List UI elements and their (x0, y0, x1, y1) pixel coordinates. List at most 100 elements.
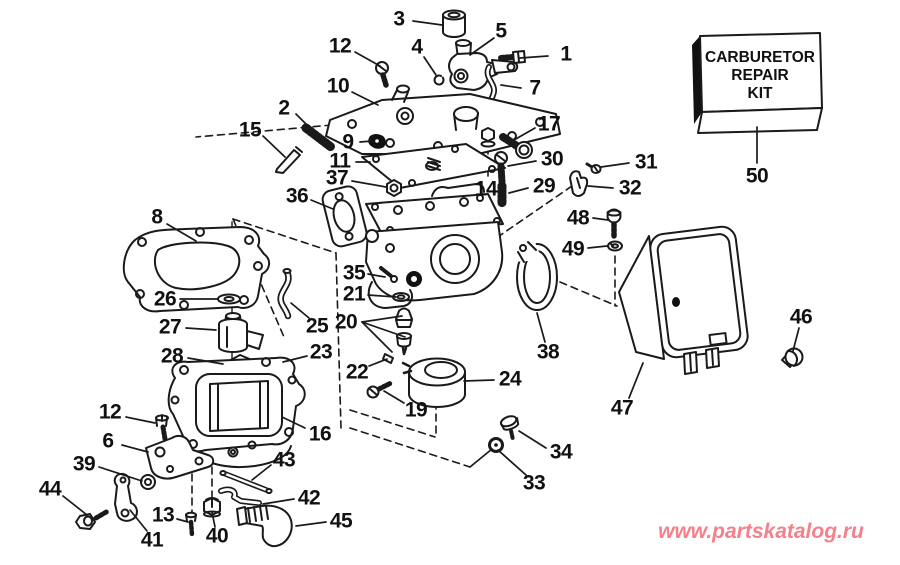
callout-8: 8 (151, 205, 163, 229)
screw-part-30 (494, 151, 508, 186)
leader-line-43 (251, 464, 272, 481)
clip-part-35 (379, 266, 398, 283)
screw-part-48 (606, 208, 622, 239)
callout-12: 12 (98, 400, 122, 424)
leader-line-2 (295, 113, 316, 134)
leader-line-6 (121, 444, 149, 453)
leader-line-15 (262, 135, 286, 158)
callout-41: 41 (140, 528, 164, 552)
leader-line-12 (354, 51, 381, 67)
callout-43: 43 (272, 448, 296, 472)
leader-line-37 (351, 180, 387, 188)
callout-20: 20 (334, 310, 358, 334)
callout-47: 47 (610, 396, 634, 420)
callout-50: 50 (745, 164, 769, 188)
callout-39: 39 (72, 452, 96, 476)
leader-line-44 (62, 495, 88, 516)
leader-line-21 (367, 294, 397, 298)
ring-part-4 (433, 74, 445, 86)
leader-line-31 (600, 162, 630, 168)
tube-part-25 (277, 268, 292, 320)
leader-line-23 (282, 355, 308, 363)
leader-line-29 (508, 187, 529, 194)
leader-line-49 (587, 245, 608, 249)
callout-23: 23 (309, 340, 333, 364)
callout-45: 45 (329, 509, 353, 533)
callout-38: 38 (536, 340, 560, 364)
callout-37: 37 (325, 166, 349, 190)
leader-line-30 (507, 160, 537, 167)
callout-44: 44 (38, 477, 62, 501)
leader-line-48 (592, 217, 609, 221)
valve-part-34 (499, 415, 520, 440)
leader-line-34 (518, 430, 547, 449)
callout-42: 42 (297, 486, 321, 510)
callout-40: 40 (205, 524, 229, 548)
screw-part-1 (498, 50, 526, 64)
callout-2: 2 (278, 96, 290, 120)
callout-34: 34 (549, 440, 573, 464)
leader-line-7 (500, 84, 522, 89)
callout-7: 7 (529, 76, 541, 100)
callout-25: 25 (305, 314, 329, 338)
leader-line-19 (383, 390, 405, 404)
callout-31: 31 (634, 150, 658, 174)
inlet-valve-parts-20-21-22 (382, 292, 413, 364)
kit-box-line1: CARBURETOR (705, 49, 815, 66)
grommet-part-9 (368, 134, 386, 149)
float-part-24 (401, 357, 466, 408)
watermark-link[interactable]: www.partskatalog.ru (658, 520, 864, 543)
leader-line-25 (290, 302, 310, 319)
leader-line-24 (463, 379, 495, 382)
callout-13: 13 (151, 503, 175, 527)
callout-32: 32 (618, 176, 642, 200)
leader-line-1 (519, 55, 549, 59)
callout-46: 46 (789, 305, 813, 329)
leader-line-33 (497, 449, 527, 476)
screw-part-44 (75, 508, 111, 530)
screw-part-17 (499, 133, 533, 159)
callout-1: 1 (560, 42, 572, 66)
repair-kit-box: CARBURETOR REPAIR KIT (692, 32, 823, 134)
gasket-part-11 (361, 143, 506, 189)
rod-part-43 (219, 470, 273, 494)
leader-line-40 (211, 511, 216, 528)
link-part-42 (218, 486, 262, 506)
callout-5: 5 (495, 19, 507, 43)
leader-line-32 (587, 185, 614, 189)
screw-part-19 (366, 380, 394, 399)
callout-19: 19 (404, 398, 428, 422)
retainer-ring-part-38 (505, 234, 558, 311)
callout-21: 21 (342, 282, 366, 306)
screw-part-12-bottom (155, 414, 169, 442)
leader-line-17 (513, 127, 536, 141)
washer-part-33 (488, 437, 504, 453)
leader-line-28 (187, 357, 224, 365)
pump-arm-assembly-part (448, 39, 519, 91)
pump-cup-part (442, 9, 466, 38)
nut-part-40 (203, 496, 221, 518)
callout-17: 17 (537, 112, 561, 136)
callout-36: 36 (285, 184, 309, 208)
screw-part-13 (185, 511, 197, 538)
callout-4: 4 (411, 35, 423, 59)
washer-part-39 (140, 474, 156, 490)
leader-line-38 (536, 312, 546, 343)
leader-line-45 (295, 521, 327, 527)
leader-line-35 (367, 273, 386, 278)
spring-part-2 (301, 123, 336, 152)
leader-line-3 (412, 20, 443, 26)
callout-6: 6 (102, 429, 114, 453)
leader-line-12 (125, 416, 156, 424)
callout-10: 10 (326, 74, 350, 98)
lever-part-41 (113, 472, 138, 522)
callout-27: 27 (158, 315, 182, 339)
gasket-part-36 (321, 185, 368, 248)
washer-part-49 (607, 240, 623, 252)
nut-part-37 (386, 179, 402, 197)
leader-line-36 (310, 199, 334, 210)
callout-12: 12 (328, 34, 352, 58)
kit-box-line3: KIT (748, 85, 774, 102)
